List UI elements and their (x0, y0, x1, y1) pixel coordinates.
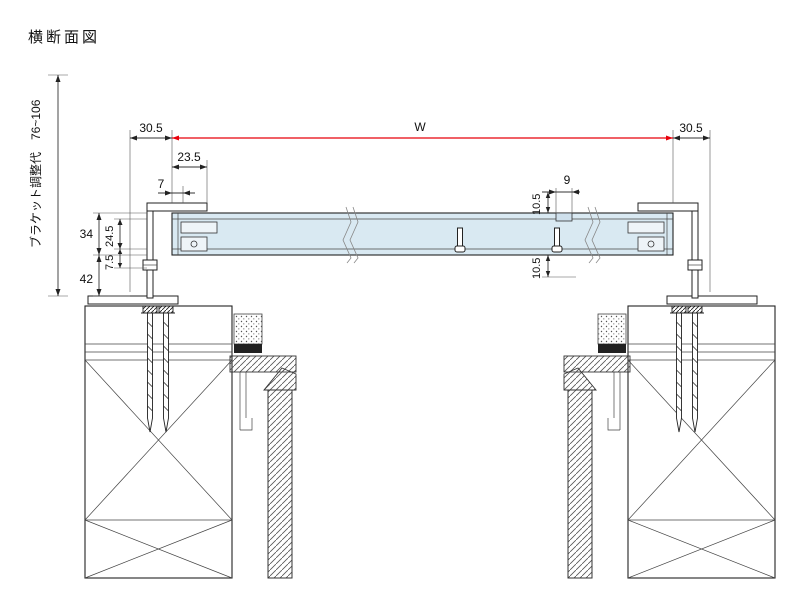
dimension-label: 10.5 (531, 258, 543, 279)
arrowhead (165, 135, 172, 141)
rail-clamp (637, 236, 665, 252)
arrowhead (172, 164, 179, 170)
dimension-left-offset: 30.5 (129, 121, 172, 292)
bracket-foot (87, 295, 179, 305)
dimension-rail-height: 34 (80, 212, 147, 256)
bracket-plate (691, 202, 699, 299)
arrowhead (117, 243, 123, 249)
trim-hook (240, 418, 253, 431)
dimension-guide-width: 9 (542, 173, 580, 213)
dimension-label: 10.5 (531, 194, 543, 215)
arrowhead (545, 255, 551, 261)
furring-strip (563, 355, 631, 373)
arrowhead (117, 219, 123, 225)
wall-section-left (84, 305, 297, 579)
dimension-top-clearance: 10.5 (531, 192, 551, 215)
break-mark (349, 206, 359, 264)
clamp-bolt (190, 240, 198, 248)
rail-clamp (180, 236, 208, 252)
hanger-bolt (454, 227, 466, 253)
dimension-label: 30.5 (679, 121, 703, 135)
dimension-label: ブラケット調整代 76~106 (28, 99, 43, 248)
arrowhead (117, 263, 123, 268)
bracket-plate (146, 202, 154, 299)
dimension-label: 7.5 (104, 255, 116, 270)
arrowhead (165, 190, 172, 196)
rail-clamp (180, 221, 218, 234)
arrowhead-red (666, 135, 673, 141)
dimension-label: 42 (80, 272, 94, 286)
dimension-lip: 7 (158, 177, 195, 203)
arrowhead (55, 289, 61, 296)
arrowhead (183, 190, 190, 196)
arrowhead (96, 213, 102, 220)
arrowhead (117, 249, 123, 254)
arrowhead (545, 192, 551, 198)
arrowhead (96, 255, 102, 262)
arrowhead (572, 189, 579, 195)
break-mark (342, 206, 352, 264)
dimension-bracket-adjust: ブラケット調整代 76~106 (28, 74, 68, 297)
arrowhead-red (172, 135, 179, 141)
drawing-title: 横断面図 (28, 29, 100, 46)
wall-section-right (563, 305, 776, 579)
arrowhead (703, 135, 710, 141)
rail-assembly (146, 202, 699, 264)
bracket-left (87, 202, 179, 305)
dimension-box-depth: 23.5 (172, 150, 208, 203)
wall-outline (627, 305, 776, 579)
rail-clamp (627, 221, 665, 234)
break-mark (591, 206, 601, 264)
dimension-label: 23.5 (177, 150, 201, 164)
bracket-foot (666, 295, 758, 305)
bracket-arm-right (637, 202, 699, 212)
break-mark (584, 206, 594, 264)
wood-diagonal (84, 359, 233, 521)
arrowhead (130, 135, 137, 141)
bolt-shaft (457, 227, 463, 247)
furring-strip (229, 355, 297, 373)
clamp-bolt (647, 240, 655, 248)
dimension-label: 7 (158, 177, 165, 191)
dimension-label: W (414, 120, 426, 134)
arrowhead (55, 75, 61, 82)
bolt-head (551, 245, 563, 253)
siding-board (267, 389, 293, 579)
dimension-label: 30.5 (139, 121, 163, 135)
slat-guide (555, 212, 573, 222)
arrowhead (549, 189, 556, 195)
bracket-right (666, 202, 758, 305)
dimension-bracket-leg: 42 (80, 255, 130, 297)
dimension-label: 24.5 (104, 226, 116, 247)
rail-body (171, 212, 674, 256)
dimension-right-offset: 30.5 (673, 121, 711, 292)
arrowhead (545, 271, 551, 277)
packing-material (597, 313, 627, 345)
packing-material (233, 313, 263, 345)
arrowhead (545, 207, 551, 213)
arrowhead (96, 248, 102, 255)
dimension-label: 9 (564, 173, 571, 187)
wood-diagonal (84, 519, 233, 579)
bolt-shaft (554, 227, 560, 247)
dimension-bottom-clearance: 10.5 (531, 255, 576, 279)
bracket-arm-left (146, 202, 208, 212)
hanger-bolt (551, 227, 563, 253)
wood-diagonal (627, 359, 776, 521)
arrowhead (200, 164, 207, 170)
arrowhead (673, 135, 680, 141)
wall-outline (84, 305, 233, 579)
trim-hook (607, 418, 620, 431)
wood-diagonal (627, 519, 776, 579)
bolt-head (454, 245, 466, 253)
sealant (598, 344, 626, 353)
dimension-width-W: W (171, 120, 674, 203)
siding-board (567, 389, 593, 579)
dimension-inner-height: 24.5 (104, 218, 147, 250)
arrowhead (96, 289, 102, 296)
dimension-lower-lip: 7.5 (104, 249, 147, 270)
dimension-label: 34 (80, 227, 94, 241)
sealant (234, 344, 262, 353)
